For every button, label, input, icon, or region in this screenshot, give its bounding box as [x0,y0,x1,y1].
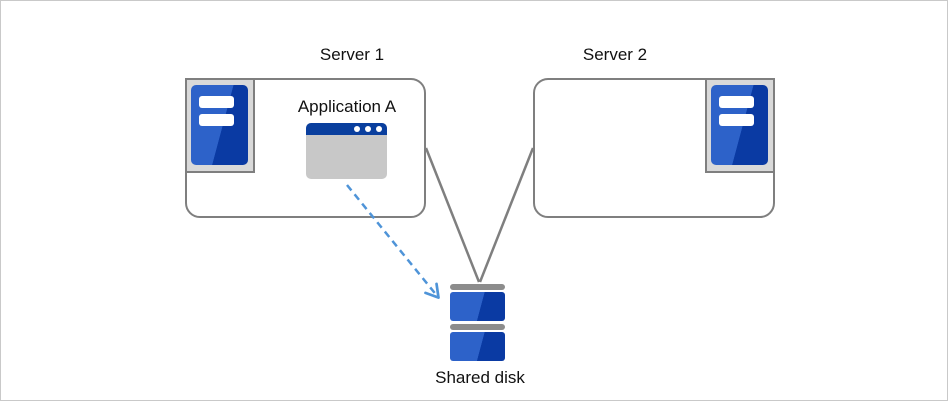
server-slot-bar [719,96,754,108]
window-dot-icon [365,126,371,132]
app-window-icon [306,123,387,179]
server-icon [711,85,768,165]
disk-stack-icon [450,324,505,330]
server-slot-bar [199,114,234,126]
server-slot-bar [719,114,754,126]
server-icon [191,85,248,165]
app-window-titlebar [306,123,387,135]
disk-stack-icon [450,292,505,321]
server2-shared-disk-connector [478,147,535,283]
window-dot-icon [376,126,382,132]
application-a-label: Application A [297,97,397,116]
shared-disk-label: Shared disk [435,368,525,387]
server1-label: Server 1 [319,45,385,64]
window-dot-icon [354,126,360,132]
disk-stack-icon [450,332,505,361]
server1-icon-frame [185,78,255,173]
server2-label: Server 2 [582,45,648,64]
server-slot-bar [199,96,234,108]
server2-icon-frame [705,78,775,173]
server1-shared-disk-connector [424,147,481,283]
disk-stack-icon [450,284,505,290]
